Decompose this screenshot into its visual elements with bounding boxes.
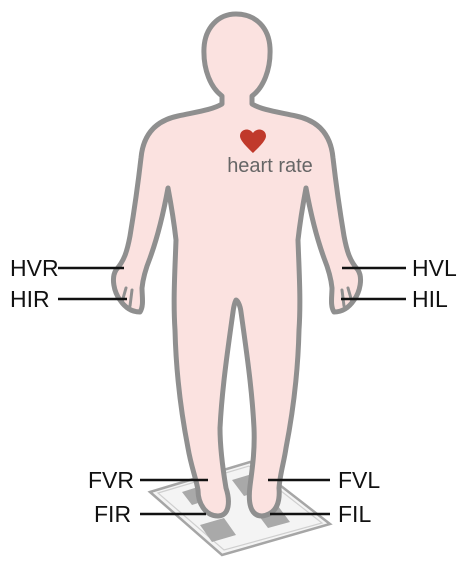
label-hvl: HVL (412, 255, 457, 281)
heart-rate-label: heart rate (227, 155, 313, 177)
label-hvr: HVR (10, 255, 59, 281)
label-fir: FIR (94, 501, 131, 527)
label-fvr: FVR (88, 467, 134, 493)
scale-platform (150, 462, 330, 555)
label-hir: HIR (10, 286, 50, 312)
human-body-silhouette (113, 14, 360, 516)
label-fil: FIL (338, 501, 371, 527)
label-fvl: FVL (338, 467, 380, 493)
label-hil: HIL (412, 286, 448, 312)
